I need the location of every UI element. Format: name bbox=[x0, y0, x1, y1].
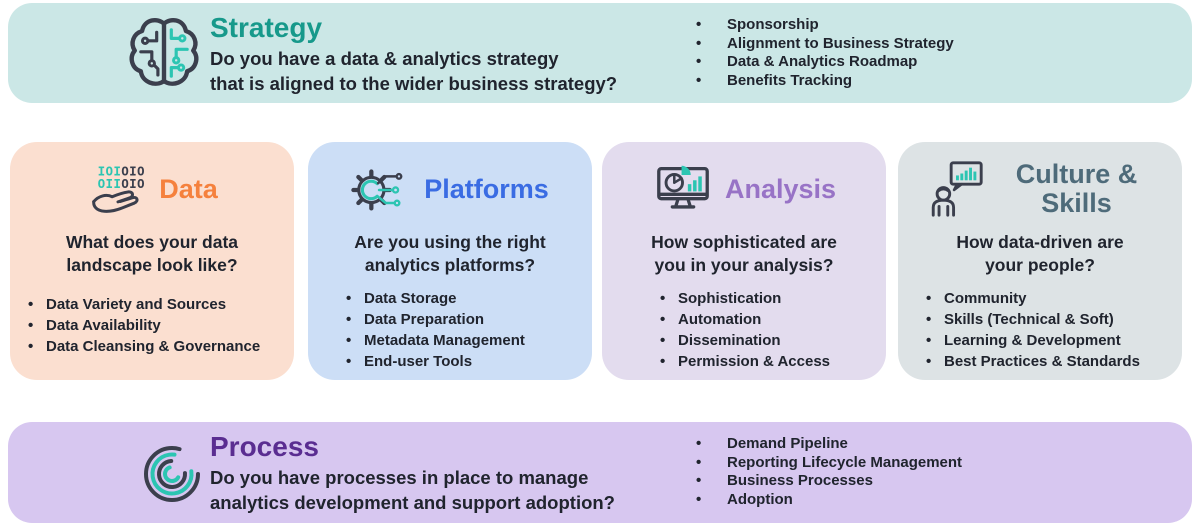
list-item: Permission & Access bbox=[660, 351, 886, 372]
strategy-description-line: that is aligned to the wider business st… bbox=[210, 73, 618, 94]
culture-card-title: Culture & Skills bbox=[1015, 159, 1138, 218]
strategy-banner: Strategy Do you have a data & analytics … bbox=[8, 3, 1192, 103]
platforms-card-bullet-list: Data Storage Data Preparation Metadata M… bbox=[346, 288, 592, 372]
process-description: Do you have processes in place to manage… bbox=[210, 465, 615, 515]
data-card: IOIOIO OIIOIO Data What does your data l… bbox=[10, 142, 294, 380]
list-item: Data Storage bbox=[346, 288, 592, 309]
svg-text:IOIOIO: IOIOIO bbox=[98, 163, 145, 178]
strategy-text-block: Strategy Do you have a data & analytics … bbox=[210, 12, 617, 96]
culture-card-header: Culture & Skills bbox=[898, 156, 1182, 222]
strategy-bullet-list: Sponsorship Alignment to Business Strate… bbox=[696, 16, 954, 90]
strategy-description: Do you have a data & analytics strategy … bbox=[210, 46, 617, 96]
list-item: Automation bbox=[660, 309, 886, 330]
process-description-line: analytics development and support adopti… bbox=[210, 492, 615, 513]
monitor-charts-icon bbox=[652, 158, 714, 220]
list-item: End-user Tools bbox=[346, 351, 592, 372]
analysis-card-bullet-list: Sophistication Automation Dissemination … bbox=[660, 288, 886, 372]
platforms-card: Platforms Are you using the right analyt… bbox=[308, 142, 592, 380]
process-banner: Process Do you have processes in place t… bbox=[8, 422, 1192, 523]
list-item: Adoption bbox=[696, 491, 962, 510]
data-card-question: What does your data landscape look like? bbox=[65, 232, 239, 275]
process-title: Process bbox=[210, 431, 319, 462]
gear-circuit-icon bbox=[351, 158, 413, 220]
list-item: Data Cleansing & Governance bbox=[28, 336, 294, 357]
brain-circuit-icon bbox=[125, 14, 203, 92]
list-item: Learning & Development bbox=[926, 330, 1182, 351]
list-item: Skills (Technical & Soft) bbox=[926, 309, 1182, 330]
data-card-title: Data bbox=[159, 173, 218, 204]
list-item: Data & Analytics Roadmap bbox=[696, 53, 954, 72]
platforms-card-title: Platforms bbox=[424, 173, 549, 204]
list-item: Benefits Tracking bbox=[696, 72, 954, 91]
spiral-arcs-icon bbox=[138, 437, 210, 509]
culture-skills-card: Culture & Skills How data-driven are you… bbox=[898, 142, 1182, 380]
analysis-card-header: Analysis bbox=[602, 156, 886, 222]
analysis-card: Analysis How sophisticated are you in yo… bbox=[602, 142, 886, 380]
list-item: Business Processes bbox=[696, 472, 962, 491]
data-card-header: IOIOIO OIIOIO Data bbox=[10, 156, 294, 222]
list-item: Community bbox=[926, 288, 1182, 309]
list-item: Demand Pipeline bbox=[696, 435, 962, 454]
strategy-description-line: Do you have a data & analytics strategy bbox=[210, 48, 559, 69]
process-text-block: Process Do you have processes in place t… bbox=[210, 431, 615, 515]
platforms-card-question: Are you using the right analytics platfo… bbox=[354, 232, 546, 275]
list-item: Alignment to Business Strategy bbox=[696, 35, 954, 54]
culture-card-bullet-list: Community Skills (Technical & Soft) Lear… bbox=[926, 288, 1182, 372]
process-description-line: Do you have processes in place to manage bbox=[210, 467, 589, 488]
binary-hand-icon: IOIOIO OIIOIO bbox=[86, 158, 148, 220]
list-item: Metadata Management bbox=[346, 330, 592, 351]
list-item: Sophistication bbox=[660, 288, 886, 309]
list-item: Sponsorship bbox=[696, 16, 954, 35]
list-item: Data Availability bbox=[28, 315, 294, 336]
list-item: Data Variety and Sources bbox=[28, 294, 294, 315]
platforms-card-header: Platforms bbox=[308, 156, 592, 222]
svg-text:OIIOIO: OIIOIO bbox=[98, 176, 145, 191]
list-item: Dissemination bbox=[660, 330, 886, 351]
data-card-bullet-list: Data Variety and Sources Data Availabili… bbox=[28, 294, 294, 357]
strategy-title: Strategy bbox=[210, 12, 323, 43]
culture-card-question: How data-driven are your people? bbox=[956, 232, 1124, 275]
analysis-card-title: Analysis bbox=[724, 173, 837, 204]
process-bullet-list: Demand Pipeline Reporting Lifecycle Mana… bbox=[696, 435, 962, 509]
analysis-card-question: How sophisticated are you in your analys… bbox=[651, 232, 837, 275]
list-item: Reporting Lifecycle Management bbox=[696, 454, 962, 473]
list-item: Best Practices & Standards bbox=[926, 351, 1182, 372]
list-item: Data Preparation bbox=[346, 309, 592, 330]
presenter-chart-icon bbox=[925, 158, 987, 220]
